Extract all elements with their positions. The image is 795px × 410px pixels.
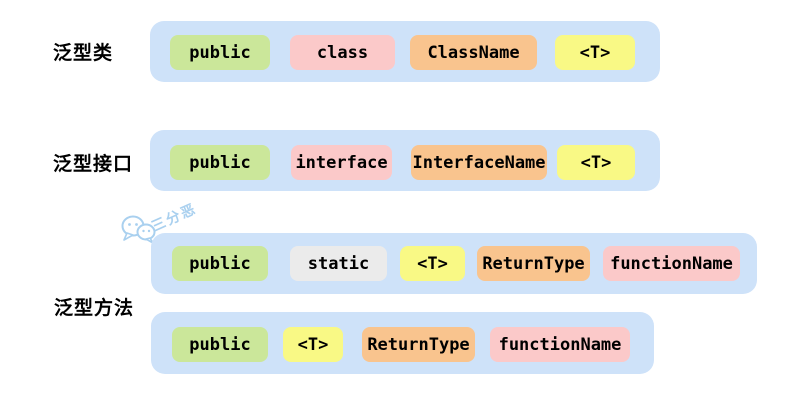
chip-class-name: ClassName	[410, 35, 537, 70]
chip-public: public	[172, 327, 268, 362]
group-label-generic-interface: 泛型接口	[53, 153, 134, 175]
chip-static-keyword: static	[290, 246, 387, 281]
watermark: 三分恶	[120, 201, 220, 251]
chip-public: public	[170, 35, 270, 70]
panel-generic-interface: public interface InterfaceName <T>	[150, 130, 660, 191]
chip-return-type: ReturnType	[477, 246, 590, 281]
chip-return-type: ReturnType	[362, 327, 475, 362]
chip-public: public	[172, 246, 268, 281]
chip-type-parameter: <T>	[557, 145, 635, 180]
chip-type-parameter: <T>	[400, 246, 465, 281]
group-label-generic-class: 泛型类	[53, 42, 114, 64]
chip-type-parameter: <T>	[555, 35, 635, 70]
chip-type-parameter: <T>	[283, 327, 343, 362]
panel-generic-method-instance: public <T> ReturnType functionName	[151, 312, 654, 374]
chip-interface-name: InterfaceName	[411, 145, 547, 180]
chip-class-keyword: class	[290, 35, 395, 70]
chip-interface-keyword: interface	[291, 145, 392, 180]
chip-function-name: functionName	[603, 246, 740, 281]
group-label-generic-method: 泛型方法	[54, 297, 135, 319]
chip-function-name: functionName	[490, 327, 630, 362]
watermark-text: 三分恶	[149, 201, 200, 236]
panel-generic-class: public class ClassName <T>	[150, 21, 660, 82]
panel-generic-method-static: public static <T> ReturnType functionNam…	[151, 233, 757, 294]
chip-public: public	[170, 145, 270, 180]
wechat-icon	[121, 215, 156, 244]
